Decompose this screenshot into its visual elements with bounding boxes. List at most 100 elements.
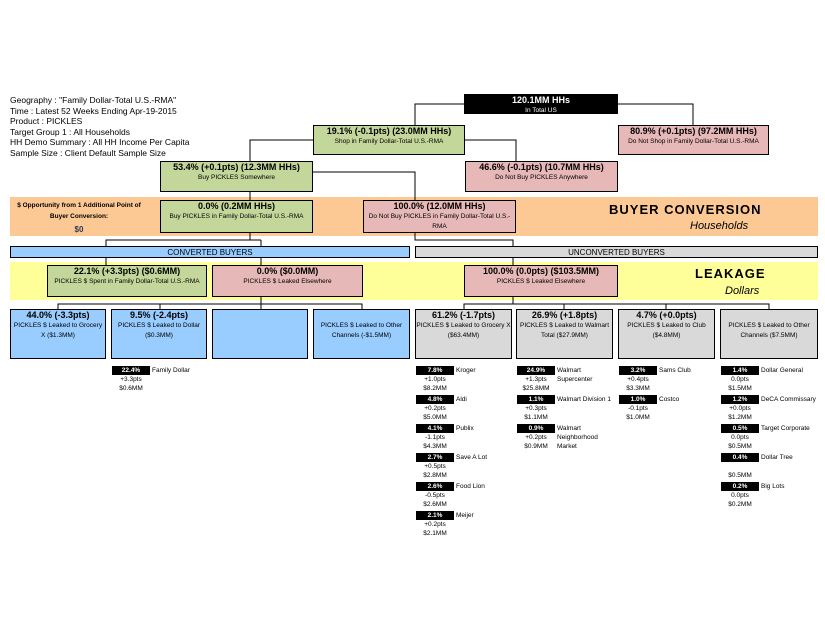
retailer-change: +0.4pts (627, 376, 649, 383)
unconverted-channel-box[interactable]: 26.9% (+1.8pts)PICKLES $ Leaked to Walma… (516, 309, 613, 359)
unconverted-channel-box[interactable]: 4.7% (+0.0pts) PICKLES $ Leaked to Club (… (618, 309, 715, 359)
retailer-change: +0.2pts (525, 434, 547, 441)
retailer-value: $8.2MM (423, 385, 447, 392)
node-unconverted-leaked-elsewhere[interactable]: 100.0% (0.0pts) ($103.5MM) PICKLES $ Leak… (464, 265, 618, 297)
converted-channel-box[interactable]: PICKLES $ Leaked to Other Channels (-$1.… (313, 309, 410, 359)
node-not-buy-anywhere[interactable]: 46.6% (-0.1pts) (10.7MM HHs)Do Not Buy P… (465, 161, 618, 192)
retailer-change: 0.0pts (731, 376, 749, 383)
retailer-item[interactable]: 2.1%Meijer+0.2pts$2.1MM (416, 511, 516, 540)
info-sample: Sample Size : Client Default Sample Size (10, 147, 166, 158)
node-spent-in-family-dollar[interactable]: 22.1% (+3.3pts) ($0.6MM)PICKLES $ Spent … (47, 265, 207, 297)
node-converted-leaked-elsewhere[interactable]: 0.0% ($0.0MM)PICKLES $ Leaked Elsewhere (212, 265, 363, 297)
retailer-change: 0.0pts (731, 492, 749, 499)
retailer-share: 2.7% (416, 453, 454, 462)
retailer-value: $5.0MM (423, 414, 447, 421)
retailer-change: -1.1pts (425, 434, 445, 441)
retailer-share: 4.8% (416, 395, 454, 404)
retailer-item[interactable]: 3.2%Sams Club+0.4pts$3.3MM (619, 366, 719, 395)
unconverted-retailer-list: 1.4%Dollar General 0.0pts $1.5MM 1.2%DeCA C… (721, 366, 821, 511)
retailer-item[interactable]: 22.4%Family Dollar+3.3pts$0.6MM (112, 366, 212, 395)
retailer-value: $0.2MM (728, 501, 752, 508)
retailer-value: $2.8MM (423, 472, 447, 479)
retailer-change: +0.5pts (424, 463, 446, 470)
node-headline: 80.9% (+0.1pts) (97.2MM HHs) (630, 126, 757, 136)
retailer-share: 0.4% (721, 453, 759, 462)
node-label: PICKLES $ Spent in Family Dollar-Total U… (54, 278, 200, 285)
node-label: PICKLES $ Leaked Elsewhere (243, 278, 332, 285)
retailer-share: 1.4% (721, 366, 759, 375)
retailer-value: $25.8MM (522, 385, 550, 392)
node-label: Do Not Buy PICKLES in Family Dollar-Tota… (368, 213, 511, 230)
node-label: PICKLES $ Leaked to Other Channels ($7.5… (728, 322, 810, 339)
node-shop[interactable]: 19.1% (-0.1pts) (23.0MM HHs)Shop in Fami… (313, 125, 465, 155)
buyer-conversion-title: BUYER CONVERSION (609, 202, 762, 217)
node-buy-in-family-dollar[interactable]: 0.0% (0.2MM HHs)Buy PICKLES in Family Do… (160, 200, 313, 233)
converted-channel-box[interactable]: 44.0% (-3.3pts)PICKLES $ Leaked to Groce… (10, 309, 106, 359)
retailer-value: $0.5MM (728, 472, 752, 479)
retailer-item[interactable]: 0.9%Walmart Neighborhood Market+0.2pts$0… (517, 424, 617, 453)
retailer-item[interactable]: 1.4%Dollar General 0.0pts $1.5MM (721, 366, 821, 395)
retailer-name: Walmart Neighborhood Market (557, 425, 598, 450)
retailer-change: 0.0pts (731, 434, 749, 441)
retailer-item[interactable]: 2.7%Save A Lot+0.5pts$2.8MM (416, 453, 516, 482)
retailer-item[interactable]: 0.4%Dollar Tree$0.5MM (721, 453, 821, 482)
retailer-name: Food Lion (456, 483, 485, 490)
retailer-item[interactable]: 1.1%Walmart Division 1+0.3pts$1.1MM (517, 395, 617, 424)
node-no-shop[interactable]: 80.9% (+0.1pts) (97.2MM HHs)Do Not Shop … (618, 125, 769, 155)
retailer-item[interactable]: 2.6%Food Lion-0.5pts$2.6MM (416, 482, 516, 511)
retailer-change: -0.1pts (628, 405, 648, 412)
unconverted-buyers-header: UNCONVERTED BUYERS (415, 246, 818, 258)
retailer-item[interactable]: 24.9%Walmart Supercenter+1.3pts$25.8MM (517, 366, 617, 395)
retailer-item[interactable]: 1.0%Costco-0.1pts$1.0MM (619, 395, 719, 424)
retailer-name: Dollar General (761, 367, 803, 374)
converted-channel-box[interactable] (212, 309, 308, 359)
node-not-buy-in-family-dollar[interactable]: 100.0% (12.0MM HHs)Do Not Buy PICKLES in… (363, 200, 516, 233)
node-buy-somewhere[interactable]: 53.4% (+0.1pts) (12.3MM HHs)Buy PICKLES … (160, 161, 313, 192)
node-headline: 26.9% (+1.8pts) (531, 310, 598, 320)
converted-channel-box[interactable]: 9.5% (-2.4pts)PICKLES $ Leaked to Dollar… (111, 309, 207, 359)
retailer-value: $2.1MM (423, 530, 447, 537)
node-headline: 61.2% (-1.7pts) (431, 310, 496, 320)
retailer-change: +0.2pts (424, 521, 446, 528)
retailer-item[interactable]: 4.1%Publix-1.1pts$4.3MM (416, 424, 516, 453)
node-label: PICKLES $ Leaked to Dollar ($0.3MM) (117, 322, 201, 339)
node-headline: 100.0% (0.0pts) ($103.5MM) (482, 266, 600, 276)
retailer-value: $1.1MM (524, 414, 548, 421)
retailer-item[interactable]: 7.8%Kroger+1.0pts$8.2MM (416, 366, 516, 395)
report-info: Geography : "Family Dollar-Total U.S.-RM… (10, 95, 190, 158)
info-product: Product : PICKLES (10, 116, 83, 126)
retailer-share: 3.2% (619, 366, 657, 375)
retailer-name: Kroger (456, 367, 476, 374)
retailer-share: 24.9% (517, 366, 555, 375)
retailer-name: Target Corporate (761, 425, 810, 432)
retailer-name: DeCA Commissary (761, 396, 816, 403)
retailer-change: -0.5pts (425, 492, 445, 499)
retailer-share: 4.1% (416, 424, 454, 433)
converted-retailer-list: 22.4%Family Dollar+3.3pts$0.6MM (112, 366, 212, 395)
retailer-change: +1.3pts (525, 376, 547, 383)
retailer-value: $4.3MM (423, 443, 447, 450)
unconverted-channel-box[interactable]: 61.2% (-1.7pts)PICKLES $ Leaked to Groce… (415, 309, 512, 359)
retailer-item[interactable]: 4.8%Aldi+0.2pts$5.0MM (416, 395, 516, 424)
retailer-share: 2.6% (416, 482, 454, 491)
node-headline: 4.7% (+0.0pts) (636, 310, 697, 320)
node-label: PICKLES $ Leaked Elsewhere (496, 278, 586, 285)
retailer-item[interactable]: 1.2%DeCA Commissary+0.0pts$1.2MM (721, 395, 821, 424)
retailer-share: 0.5% (721, 424, 759, 433)
opportunity-value: $0 (74, 225, 84, 234)
retailer-value: $3.3MM (626, 385, 650, 392)
node-headline (213, 310, 307, 321)
unconverted-channel-box[interactable]: PICKLES $ Leaked to Other Channels ($7.5… (720, 309, 818, 359)
retailer-value: $0.6MM (119, 385, 143, 392)
node-label: PICKLES $ Leaked to Club ($4.8MM) (627, 322, 706, 339)
node-headline (314, 310, 409, 321)
retailer-share: 0.2% (721, 482, 759, 491)
node-label: Buy PICKLES in Family Dollar-Total U.S.-… (169, 213, 304, 220)
retailer-value: $1.5MM (728, 385, 752, 392)
